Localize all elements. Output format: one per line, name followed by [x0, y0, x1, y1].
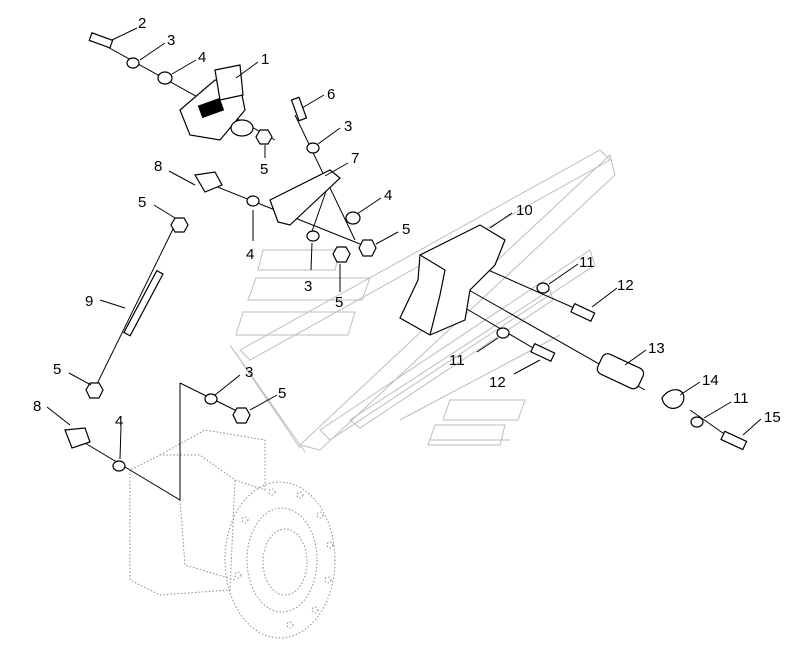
callout-labels: 1 2 3 4 5 6 3 7 4 5 8 5 4 3 5 10 11 12 9…	[33, 15, 781, 430]
callout-12: 12	[489, 374, 506, 391]
callout-7: 7	[351, 150, 359, 167]
callout-6: 6	[327, 86, 335, 103]
callout-4: 4	[384, 187, 392, 204]
callout-11: 11	[449, 352, 465, 369]
ghost-axle-housing	[129, 429, 336, 639]
callout-5: 5	[402, 221, 410, 238]
callout-5: 5	[138, 194, 146, 211]
callout-13: 13	[648, 340, 665, 357]
callout-5: 5	[278, 385, 286, 402]
actuator-part	[179, 64, 254, 141]
callout-3: 3	[167, 32, 175, 49]
callout-12: 12	[617, 277, 634, 294]
callout-14: 14	[702, 372, 719, 389]
ghost-tractor-body	[229, 149, 616, 453]
hardware-parts	[64, 32, 748, 472]
callout-10: 10	[516, 202, 533, 219]
callout-11: 11	[579, 254, 595, 271]
bracket-part	[399, 224, 506, 336]
leader-lines	[46, 27, 762, 460]
callout-5: 5	[335, 294, 343, 311]
callout-5: 5	[260, 161, 268, 178]
callout-3: 3	[344, 118, 352, 135]
callout-5: 5	[53, 361, 61, 378]
callout-9: 9	[85, 293, 93, 310]
callout-8: 8	[33, 398, 41, 415]
callout-4: 4	[246, 246, 254, 263]
callout-2: 2	[138, 15, 146, 32]
callout-8: 8	[154, 158, 162, 175]
callout-3: 3	[245, 364, 253, 381]
callout-11: 11	[733, 390, 749, 407]
assembly-axis-lines	[79, 39, 741, 501]
callout-1: 1	[261, 51, 269, 68]
callout-3: 3	[304, 278, 312, 295]
callout-4: 4	[198, 49, 206, 66]
callout-4: 4	[115, 413, 123, 430]
callout-15: 15	[764, 409, 781, 426]
